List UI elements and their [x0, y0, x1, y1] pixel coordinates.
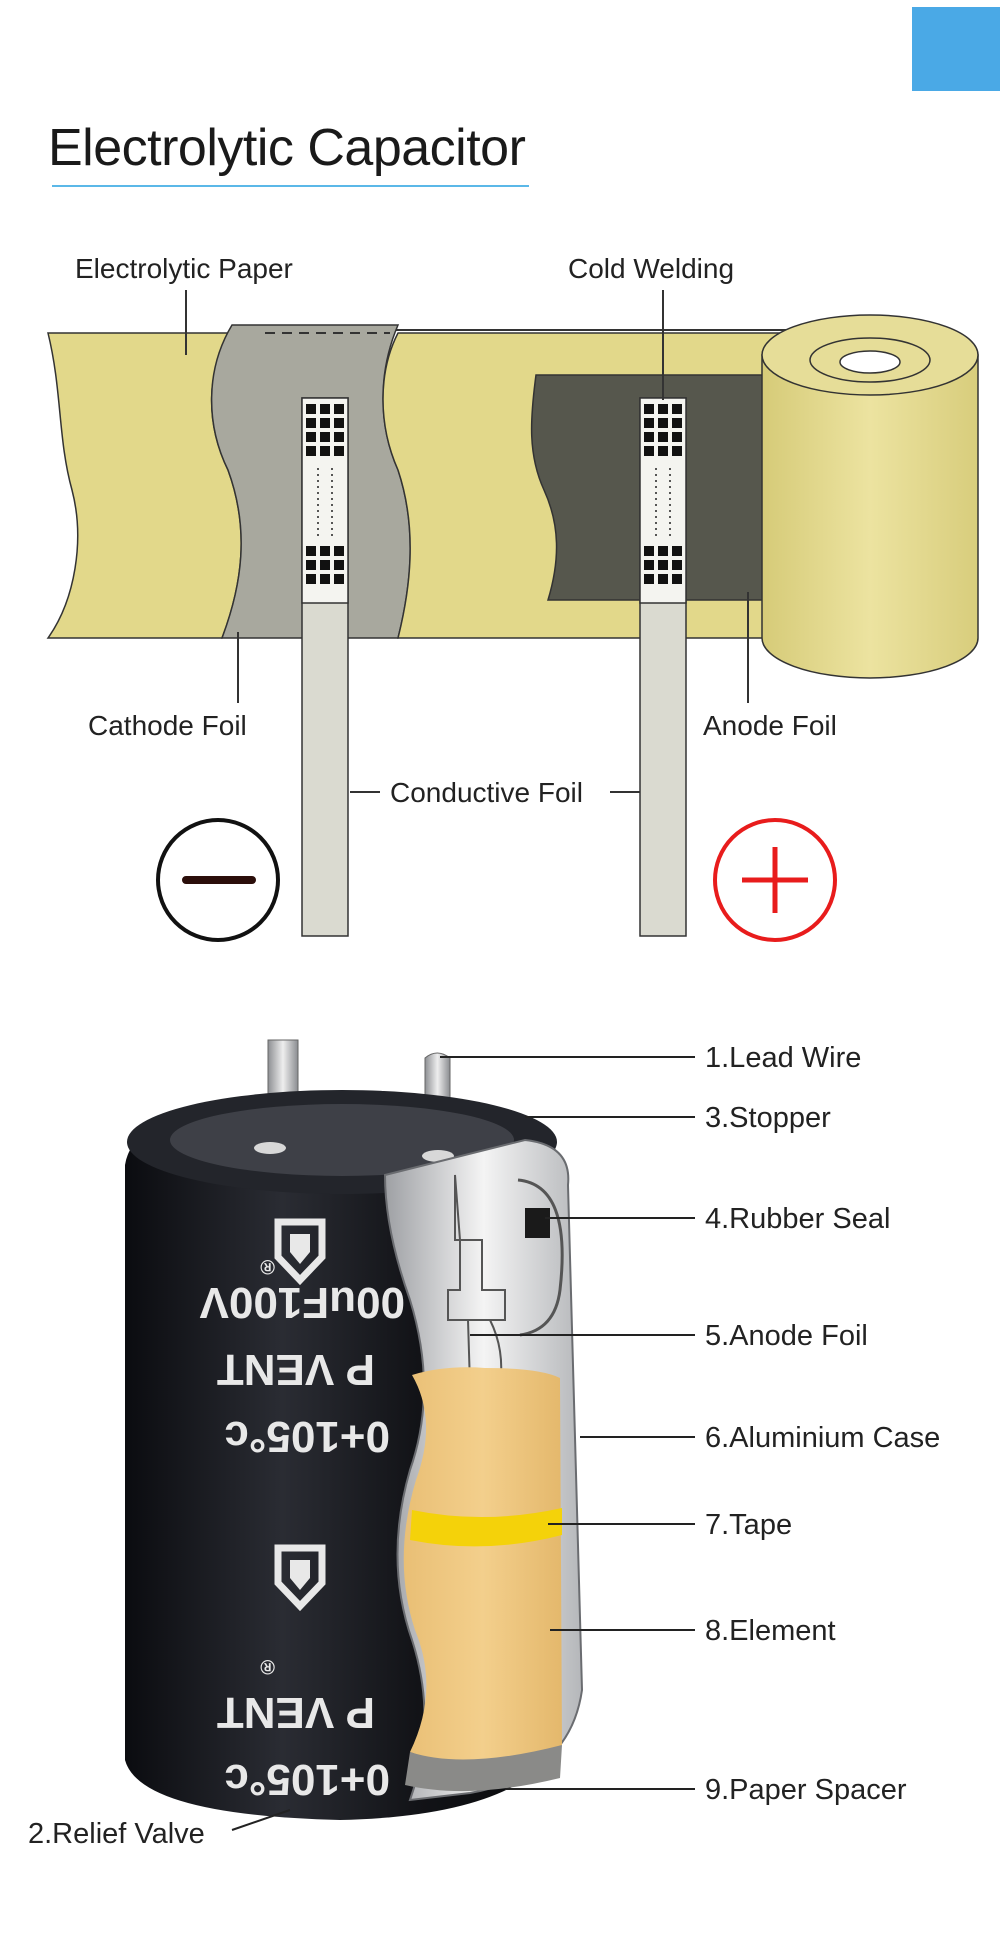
page-title: Electrolytic Capacitor	[48, 119, 526, 177]
corner-accent-block	[912, 7, 1000, 91]
negative-terminal-icon	[156, 818, 280, 942]
element	[403, 1367, 562, 1762]
body-logo-1	[274, 1218, 326, 1286]
top-leader-lines	[185, 290, 749, 793]
tape	[410, 1508, 562, 1547]
label-cathode-foil: Cathode Foil	[88, 710, 247, 741]
rubber-seal-block	[525, 1208, 550, 1238]
title-underline	[52, 185, 529, 187]
registered-mark-2: ®	[260, 1655, 275, 1677]
part-leader-lines	[231, 1056, 695, 1831]
label-conductive-foil: Conductive Foil	[390, 777, 583, 808]
part-label-tape: 7.Tape	[705, 1509, 792, 1541]
body-text-upper: 0+105°c P VENT 00uF100V ®	[199, 1255, 405, 1461]
capacitor-cutaway: 0+105°c P VENT 00uF100V ® 0+105°c P VENT…	[28, 1039, 940, 1850]
label-electrolytic-paper: Electrolytic Paper	[75, 253, 293, 284]
label-cold-welding: Cold Welding	[568, 253, 734, 284]
part-label-stopper: 3.Stopper	[705, 1102, 831, 1134]
body-text-line1: 0+105°c	[224, 1412, 390, 1461]
body-text-line2: P VENT	[217, 1345, 375, 1394]
winding-diagram: Electrolytic Paper Cold Welding Cathode …	[46, 253, 979, 942]
rubber-seal-outline	[517, 1178, 564, 1337]
part-label-paper-spacer: 9.Paper Spacer	[705, 1774, 907, 1806]
body-text-lower: 0+105°c P VENT ®	[217, 1655, 390, 1804]
part-label-relief-valve: 2.Relief Valve	[28, 1818, 205, 1850]
body-text-line3: 00uF100V	[199, 1278, 405, 1327]
part-label-aluminium-case: 6.Aluminium Case	[705, 1422, 940, 1454]
electrolytic-paper-left	[46, 332, 242, 639]
foil-roll	[761, 314, 979, 679]
label-anode-foil: Anode Foil	[703, 710, 837, 741]
anode-connector	[447, 1174, 506, 1321]
conductive-foil-tab-left	[301, 397, 349, 937]
part-label-rubber-seal: 4.Rubber Seal	[705, 1203, 890, 1235]
part-label-lead-wire: 1.Lead Wire	[705, 1042, 861, 1074]
body-text-line5: P VENT	[217, 1688, 375, 1737]
conductive-foil-tab-right	[639, 397, 687, 937]
body-text-line4: 0+105°c	[224, 1755, 390, 1804]
paper-spacer	[405, 1745, 562, 1792]
positive-terminal-icon	[713, 818, 837, 942]
part-label-anode-foil: 5.Anode Foil	[705, 1320, 868, 1352]
registered-mark-1: ®	[260, 1255, 275, 1277]
part-label-element: 8.Element	[705, 1615, 836, 1647]
body-logo-2	[274, 1544, 326, 1612]
